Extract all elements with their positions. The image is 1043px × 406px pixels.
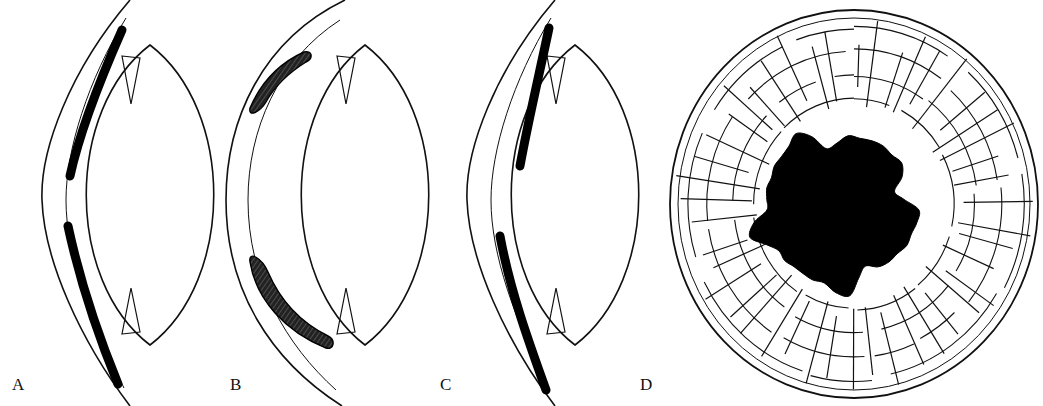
limbus-outline: [670, 10, 1038, 398]
iris-radial: [812, 47, 829, 109]
iris-radial: [713, 243, 767, 268]
iris-ring: [929, 101, 977, 186]
iris-radial: [785, 301, 809, 354]
iris-ring: [969, 188, 1002, 302]
pupil-deposit: [749, 133, 919, 297]
iris-radial: [910, 51, 940, 105]
iris-radial: [894, 295, 924, 364]
panel-letter: D: [640, 376, 652, 393]
iris-radial: [959, 233, 1013, 248]
iris-radial: [724, 86, 772, 130]
iris-ring: [1004, 174, 1024, 288]
iris-radial: [925, 293, 958, 334]
iris-radial: [940, 92, 985, 130]
angle-deposit: [250, 256, 333, 348]
cornea-outline: [226, 0, 345, 406]
iris-angle: [122, 288, 140, 334]
iris-ring: [901, 110, 939, 147]
panel-c: [467, 0, 639, 406]
lens-outline: [511, 45, 639, 345]
iris-radial: [750, 87, 784, 126]
iris-radial: [692, 215, 757, 222]
iris-ring: [707, 117, 733, 221]
iris-radial: [865, 307, 872, 375]
iris-ring: [942, 155, 954, 227]
panel-d: [670, 10, 1038, 398]
iris-radial: [893, 37, 925, 112]
iris-ring: [918, 237, 949, 285]
iris-radial: [881, 312, 899, 384]
iris-ring: [784, 338, 865, 357]
panel-letter: A: [12, 376, 24, 393]
panel-letter: B: [230, 376, 241, 393]
corneal-deposit: [70, 30, 122, 176]
iris-radial: [827, 316, 837, 378]
iris-radial: [806, 301, 828, 383]
iris-radial: [761, 61, 800, 122]
iris-radial: [731, 275, 777, 317]
iris-radial: [853, 309, 854, 389]
iris-radial: [954, 175, 1008, 185]
iris-ring: [875, 344, 914, 356]
iris-radial: [933, 110, 998, 153]
iris-ring: [835, 75, 854, 77]
iris-ring: [956, 194, 974, 271]
iris-ring: [881, 286, 948, 329]
iris-radial: [926, 267, 979, 313]
iris-radial: [946, 271, 994, 306]
iris-ring: [854, 26, 948, 56]
iris-angle: [547, 56, 565, 104]
iris-radial: [943, 245, 994, 268]
iris-radial: [825, 32, 837, 102]
iris-radial: [703, 240, 747, 255]
iris-radial: [676, 176, 760, 189]
iris-radial: [762, 289, 803, 356]
corneal-deposit: [68, 226, 118, 384]
iris-radial: [885, 53, 903, 108]
iris-ring: [709, 229, 772, 332]
iris-radial: [964, 201, 1033, 202]
iris-radial: [706, 135, 769, 165]
angle-deposit: [250, 52, 311, 113]
corneal-deposit: [520, 28, 549, 166]
iris-radial: [681, 199, 752, 201]
iris-ring: [854, 49, 941, 79]
iris-ring: [795, 317, 863, 333]
panel-letter: C: [440, 376, 451, 393]
iris-ring: [968, 72, 1018, 158]
iris-angle: [547, 288, 565, 334]
iris-ring: [854, 99, 889, 106]
iris-angle: [122, 56, 140, 104]
iris-ring: [891, 293, 997, 374]
corneal-deposit: [500, 236, 546, 390]
iris-radial: [904, 287, 944, 354]
limbus-inner: [678, 18, 1030, 390]
iris-ring: [688, 133, 702, 257]
iris-radial: [867, 21, 878, 107]
iris-radial: [777, 36, 807, 101]
lens-outline: [301, 45, 429, 345]
iris-ring: [779, 82, 815, 102]
cornea-inner: [248, 20, 340, 390]
iris-angle: [337, 288, 355, 334]
lens-outline: [86, 45, 214, 345]
iris-ring: [920, 312, 954, 338]
cornea-inner: [491, 18, 551, 388]
iris-angle: [337, 56, 355, 104]
iris-radial: [912, 59, 966, 129]
iris-radial: [706, 264, 761, 300]
iris-ring: [811, 376, 872, 382]
panel-b: [226, 0, 429, 406]
panel-a: [42, 0, 214, 406]
iris-radial: [958, 223, 1030, 236]
iris-radial: [940, 123, 1014, 160]
cornea-inner: [66, 18, 126, 388]
iris-radial: [952, 156, 998, 171]
iris-radial: [858, 45, 859, 87]
iris-radial: [694, 156, 749, 172]
iris-radial: [729, 114, 768, 142]
